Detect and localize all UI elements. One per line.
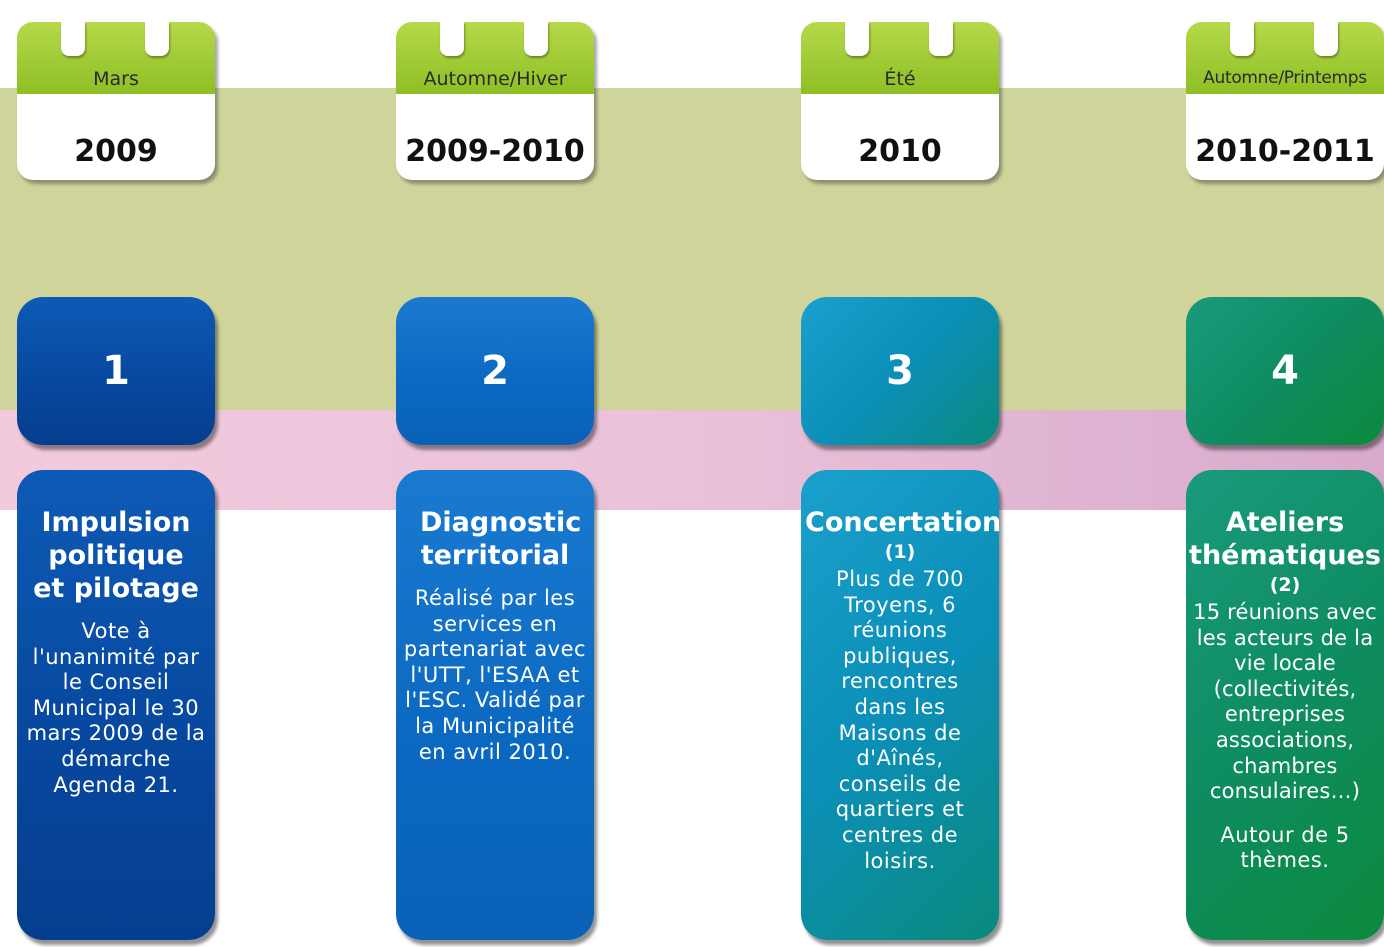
step-description: Plus de 700 Troyens, 6 réunions publique… (835, 567, 965, 873)
step-number: 4 (1271, 348, 1299, 394)
step-number-box: 4 (1186, 297, 1384, 445)
step-title: Diagnostic territorial (420, 507, 582, 571)
calendar-year: 2009-2010 (405, 134, 585, 169)
calendar-header (801, 22, 999, 94)
calendar-season: Automne/Printemps (1203, 68, 1367, 88)
step-description: Réalisé par les services en partenariat … (403, 586, 587, 764)
step-footnote: (2) (1269, 574, 1301, 596)
step-footnote: (1) (884, 541, 916, 563)
pink-timeline-band (0, 410, 1384, 510)
step-number-box: 3 (801, 297, 999, 445)
calendar-icon: Automne/Hiver 2009-2010 (396, 22, 594, 180)
step-number: 1 (102, 348, 130, 394)
timeline-step-4: Automne/Printemps 2010-2011 4 Ateliers t… (1186, 0, 1384, 947)
calendar-ring-icon (61, 22, 85, 56)
calendar-season: Été (884, 68, 916, 90)
timeline-step-3: Été 2010 3 Concertation (1) Plus de 700 … (801, 0, 999, 947)
step-description-extra: Autour de 5 thèmes. (1220, 822, 1350, 873)
step-number-box: 1 (17, 297, 215, 445)
calendar-ring-icon (1314, 22, 1338, 56)
calendar-ring-icon (440, 22, 464, 56)
calendar-year: 2009 (74, 134, 158, 169)
calendar-icon: Été 2010 (801, 22, 999, 180)
step-card: Impulsion politique et pilotage Vote à l… (17, 470, 215, 940)
step-number-box: 2 (396, 297, 594, 445)
step-title: Ateliers thématiques (1189, 507, 1381, 571)
calendar-ring-icon (1230, 22, 1254, 56)
step-description: Vote à l'unanimité par le Conseil Munici… (26, 619, 206, 797)
timeline-step-1: Mars 2009 1 Impulsion politique et pilot… (17, 0, 215, 947)
calendar-header (1186, 22, 1384, 94)
calendar-year: 2010 (858, 134, 942, 169)
calendar-ring-icon (845, 22, 869, 56)
calendar-icon: Automne/Printemps 2010-2011 (1186, 22, 1384, 180)
step-title: Concertation (805, 507, 999, 538)
step-card: Ateliers thématiques (2) 15 réunions ave… (1186, 470, 1384, 940)
calendar-season: Mars (93, 68, 139, 90)
calendar-year: 2010-2011 (1195, 134, 1375, 169)
step-description: 15 réunions avec les acteurs de la vie l… (1193, 600, 1377, 804)
calendar-ring-icon (524, 22, 548, 56)
timeline-step-2: Automne/Hiver 2009-2010 2 Diagnostic ter… (396, 0, 594, 947)
calendar-season: Automne/Hiver (423, 68, 567, 90)
calendar-ring-icon (929, 22, 953, 56)
step-card: Diagnostic territorial Réalisé par les s… (396, 470, 594, 940)
calendar-header (17, 22, 215, 94)
step-number: 3 (886, 348, 914, 394)
step-number: 2 (481, 348, 509, 394)
step-title: Impulsion politique et pilotage (33, 507, 199, 604)
calendar-ring-icon (145, 22, 169, 56)
calendar-icon: Mars 2009 (17, 22, 215, 180)
calendar-header (396, 22, 594, 94)
step-card: Concertation (1) Plus de 700 Troyens, 6 … (801, 470, 999, 940)
